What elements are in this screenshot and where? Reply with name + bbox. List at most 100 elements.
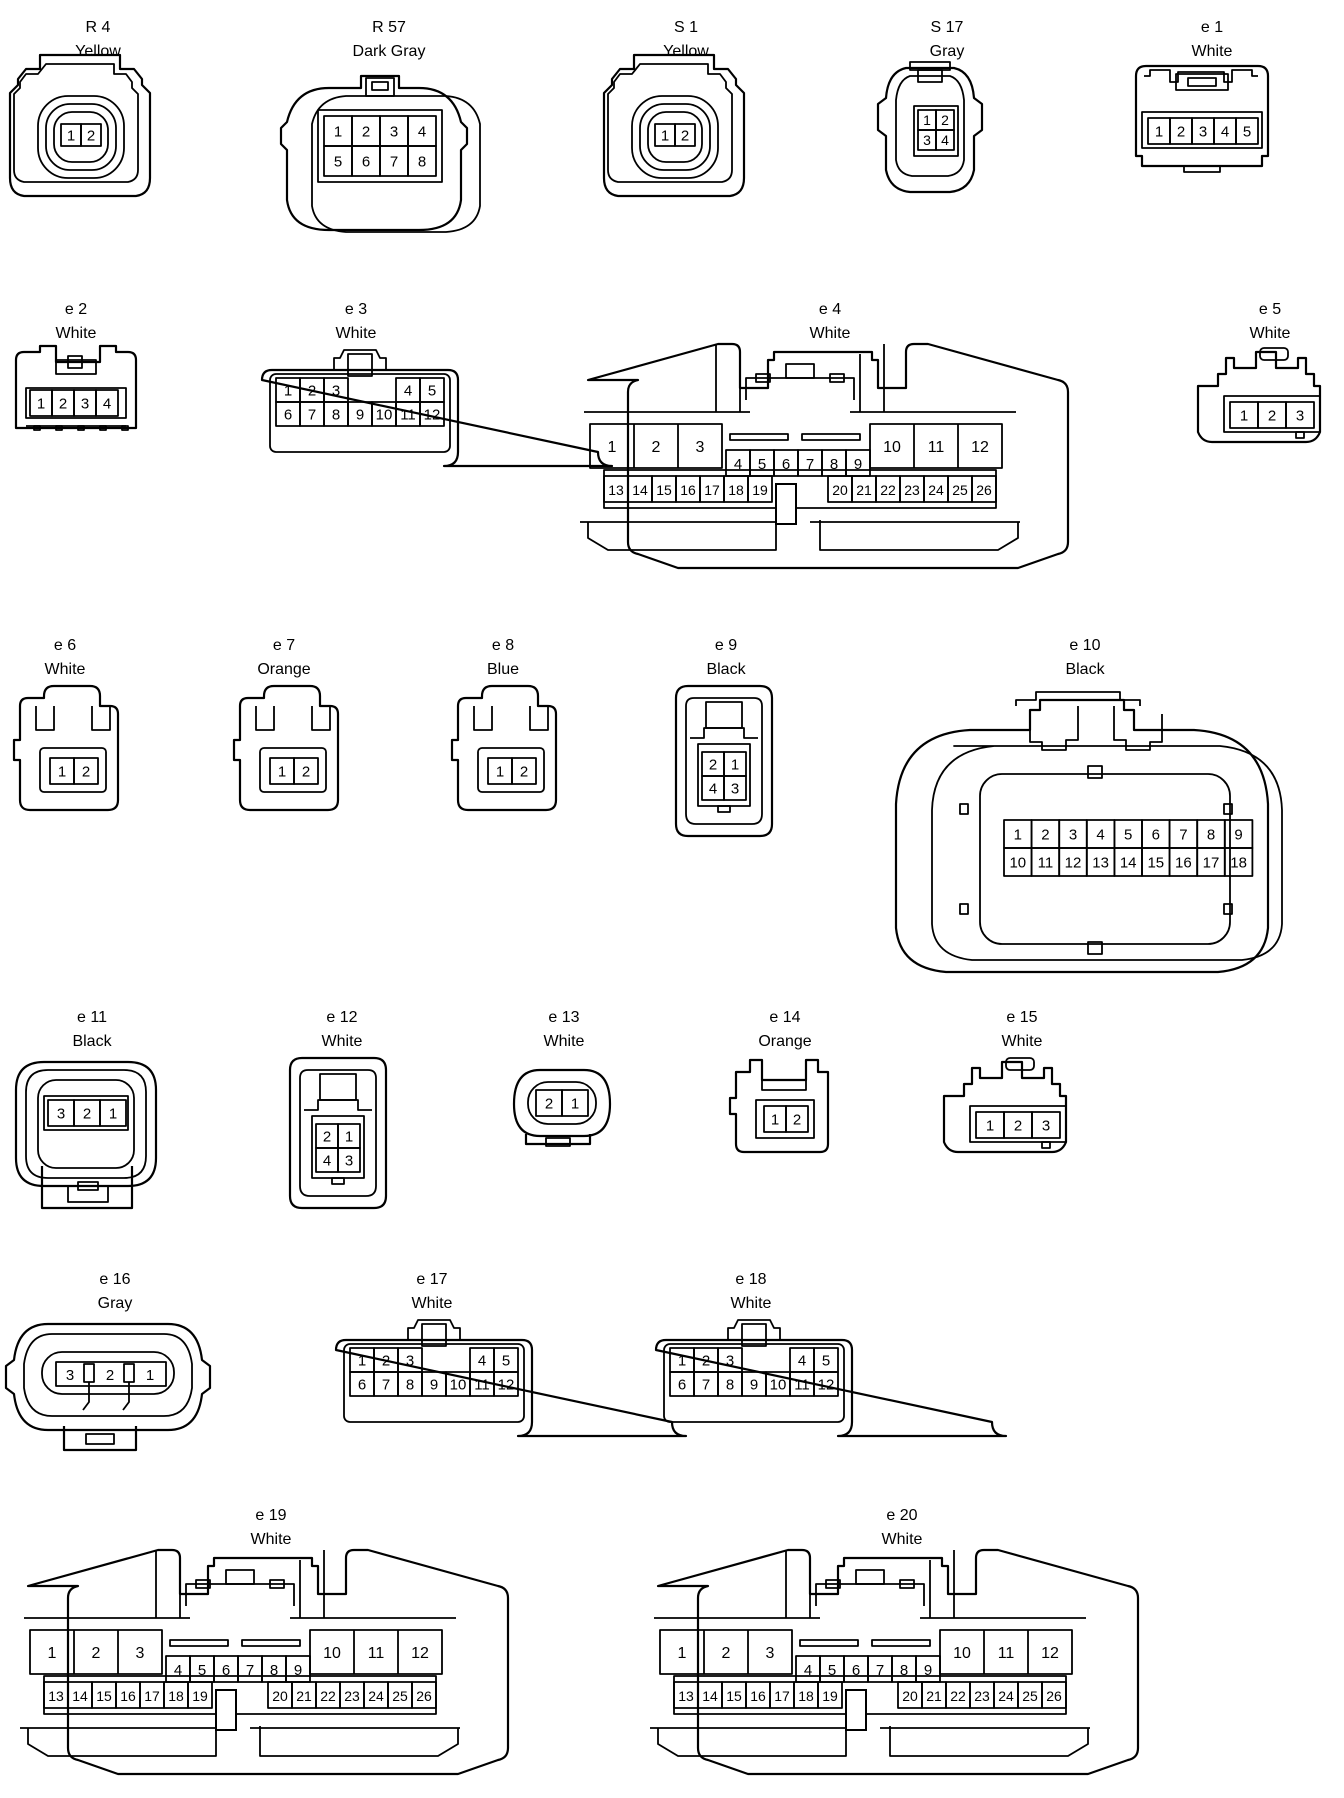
pin-number: 2 [545, 1095, 553, 1112]
connector-id: e 6 [54, 637, 76, 654]
pin-number: 1 [771, 1111, 779, 1128]
pin-number: 7 [1179, 826, 1187, 843]
pin-number: 2 [362, 123, 370, 140]
pin-cell [935, 129, 955, 151]
connector-color: White [45, 661, 86, 678]
pin-number: 11 [794, 1376, 810, 1393]
pin-number: 4 [174, 1662, 182, 1679]
connector-id: e 12 [326, 1009, 357, 1026]
pin-number: 4 [804, 1662, 812, 1679]
pin-number: 3 [1069, 826, 1077, 843]
pin-number: 1 [1155, 123, 1163, 140]
pin-number: 25 [1022, 1688, 1038, 1704]
pin-number: 9 [750, 1376, 758, 1393]
pin-number: 7 [702, 1376, 710, 1393]
pin-number: 2 [1177, 123, 1185, 140]
pin-number: 2 [106, 1367, 114, 1384]
pin-number: 13 [48, 1688, 64, 1704]
pin-number: 2 [82, 763, 90, 780]
pin-number: 10 [953, 1645, 971, 1662]
pin-number: 2 [941, 112, 949, 128]
pin-number: 17 [704, 482, 720, 498]
pin-number: 6 [782, 456, 790, 473]
pin-number: 24 [998, 1688, 1014, 1704]
connector-color: Gray [930, 43, 965, 60]
pin-number: 9 [1234, 826, 1242, 843]
pin-number: 23 [344, 1688, 360, 1704]
pin-number: 1 [496, 763, 504, 780]
pin-number: 17 [1203, 854, 1220, 871]
pin-number: 8 [830, 456, 838, 473]
pin-number: 10 [1009, 854, 1026, 871]
pin-number: 8 [406, 1376, 414, 1393]
pin-number: 2 [382, 1352, 390, 1369]
connector-color: White [336, 325, 377, 342]
connector-color: Dark Gray [353, 43, 426, 60]
connector-id: e 2 [65, 301, 87, 318]
pin-number: 3 [57, 1105, 65, 1122]
pin-number: 1 [608, 439, 617, 456]
pin-number: 7 [806, 456, 814, 473]
pin-number: 2 [92, 1645, 101, 1662]
connector-color: White [322, 1033, 363, 1050]
pin-number: 23 [904, 482, 920, 498]
pin-number: 4 [1096, 826, 1104, 843]
pin-number: 2 [83, 1105, 91, 1122]
pin-number: 26 [976, 482, 992, 498]
pin-number: 17 [144, 1688, 160, 1704]
pin-number: 1 [1240, 407, 1248, 424]
pin-number: 4 [418, 123, 426, 140]
pin-number: 8 [418, 153, 426, 170]
pin-number: 12 [1041, 1645, 1059, 1662]
pin-number: 20 [832, 482, 848, 498]
pin-number: 1 [345, 1128, 353, 1145]
pin-cell [1031, 1111, 1061, 1139]
connector-id: e 18 [735, 1271, 766, 1288]
pin-number: 1 [571, 1095, 579, 1112]
pin-number: 2 [323, 1128, 331, 1145]
pin-number: 2 [308, 382, 316, 399]
pin-number: 3 [731, 780, 739, 797]
pin-number: 6 [358, 1376, 366, 1393]
connector-id: e 9 [715, 637, 737, 654]
pin-number: 3 [1042, 1117, 1050, 1134]
pin-number: 8 [726, 1376, 734, 1393]
pin-number: 5 [822, 1352, 830, 1369]
pin-number: 6 [678, 1376, 686, 1393]
pin-number: 1 [58, 763, 66, 780]
pin-number: 3 [136, 1645, 145, 1662]
pin-number: 15 [656, 482, 672, 498]
pin-number: 6 [852, 1662, 860, 1679]
pin-number: 10 [376, 406, 393, 423]
pin-cell [493, 1371, 519, 1397]
pin-number: 5 [502, 1352, 510, 1369]
pin-number: 3 [766, 1645, 775, 1662]
pin-number: 12 [1065, 854, 1082, 871]
pin-number: 4 [798, 1352, 806, 1369]
pin-cell [99, 1099, 127, 1127]
pin-number: 20 [272, 1688, 288, 1704]
connector-id: e 8 [492, 637, 514, 654]
pin-number: 11 [368, 1645, 385, 1662]
pin-cell [561, 1089, 589, 1117]
pin-number: 1 [278, 763, 286, 780]
pin-cell [293, 757, 319, 785]
pin-number: 9 [430, 1376, 438, 1393]
pin-number: 11 [474, 1376, 490, 1393]
pin-number: 11 [998, 1645, 1015, 1662]
pin-number: 7 [876, 1662, 884, 1679]
pin-number: 2 [1268, 407, 1276, 424]
pin-number: 22 [880, 482, 896, 498]
pin-number: 3 [332, 382, 340, 399]
connector-color: Yellow [663, 43, 709, 60]
connector-color: Blue [487, 661, 519, 678]
